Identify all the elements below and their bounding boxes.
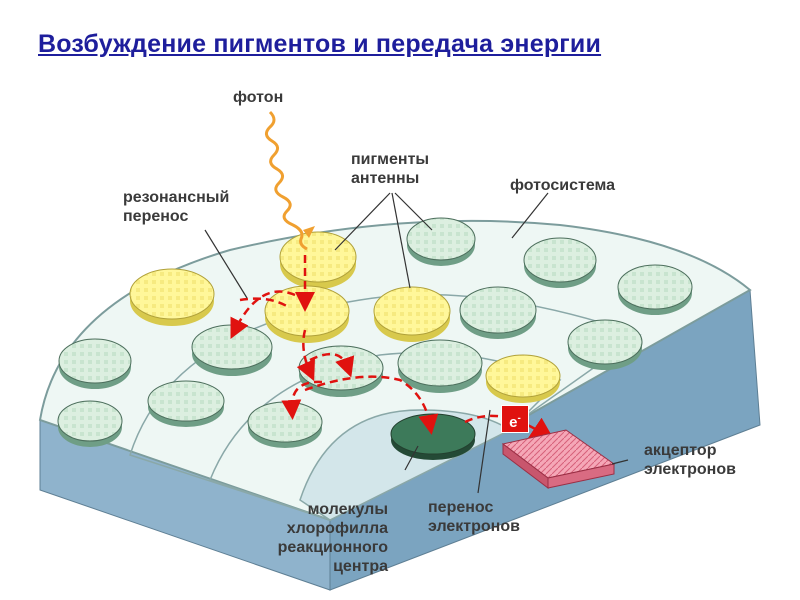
pigment-disk-excited [279,231,357,289]
electron-transfer-arrow [464,414,556,442]
antenna-pigments-line-2: антенны [351,170,420,187]
pigment-disk [147,380,225,427]
resonance-transfer-line-2: перенос [123,208,189,225]
photon-wave [265,110,315,251]
photosystem-label: фотосистема [510,177,616,194]
pigment-disk [57,400,123,447]
electron-acceptor-line-2: электронов [644,461,736,478]
pigment-disk [58,338,132,389]
pigment-disk [459,286,537,339]
pigment-disk [191,324,273,376]
reaction-center-line-3: реакционного [277,539,388,556]
reaction-center-line-2: хлорофилла [286,520,388,537]
pigment-disk-excited [373,286,451,342]
electron-badge: e- [501,405,529,433]
electron-transfer-line-2: электронов [428,518,520,535]
electron-acceptor-line-1: акцептор [644,442,717,459]
pigment-disk [523,237,597,288]
reaction-center-line-4: центра [333,558,388,575]
antenna-pigments-line-1: пигменты [351,151,430,168]
pigment-disk [397,339,483,393]
pigment-disk [406,217,476,266]
electron-sign: - [517,413,521,424]
antenna-pigments-label: пигменты антенны [351,150,429,188]
pigment-disk-excited [485,354,561,403]
page-title: Возбуждение пигментов и передача энергии [38,30,602,58]
pigment-disk-excited [264,285,350,343]
pigment-disk-excited [129,268,215,326]
reaction-center-label: молекулы хлорофилла реакционного центра [230,500,388,576]
electron-acceptor-block [501,429,616,490]
pigment-disk [567,319,643,370]
electron-acceptor-label: акцептор электронов [644,441,736,479]
electron-transfer-line-1: перенос [428,499,494,516]
electron-transfer-label: перенос электронов [428,498,520,536]
pigment-disk [247,401,323,448]
leader-lines [204,192,629,494]
reaction-center-disk [390,413,476,460]
electron-symbol: e [509,414,518,431]
pigment-disk [617,264,693,315]
reaction-center-line-1: молекулы [307,501,388,518]
resonance-transfer-label: резонансный перенос [123,188,229,226]
pigment-disk [298,345,384,397]
resonance-transfer-line-1: резонансный [123,189,230,206]
resonance-transfer-arrows [230,255,439,435]
photon-label: фотон [233,89,284,106]
